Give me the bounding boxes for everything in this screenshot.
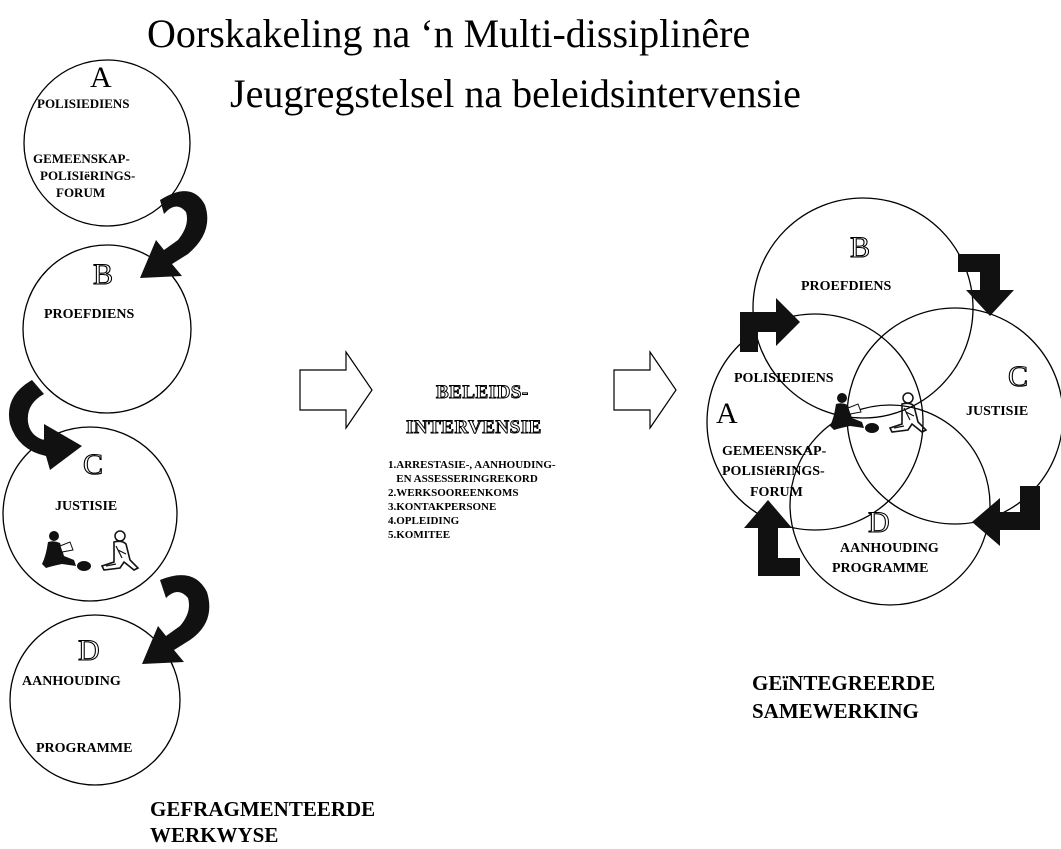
right-c-label: JUSTISIE <box>966 404 1028 419</box>
left-b-letter: B <box>93 258 113 291</box>
elbow-arrow-top-left <box>740 298 800 352</box>
curved-arrow-a-to-b <box>140 191 208 278</box>
elbow-arrow-bottom-left <box>744 500 800 576</box>
left-d-letter: D <box>78 634 100 667</box>
middle-item-2: 2.WERKSOOREENKOMS <box>388 487 519 499</box>
right-a-label: POLISIEDIENS <box>734 371 834 386</box>
left-circle-b <box>22 244 192 414</box>
elbow-arrow-bottom-right <box>972 486 1040 546</box>
left-a-sub-3: FORUM <box>56 185 105 200</box>
right-c-letter: C <box>1008 360 1028 393</box>
left-c-letter: C <box>83 448 103 481</box>
title-line-2: Jeugregstelsel na beleidsintervensie <box>230 71 801 116</box>
middle-item-3: 3.KONTAKPERSONE <box>388 501 496 513</box>
left-circle-c <box>2 426 178 602</box>
left-b-label: PROEFDIENS <box>44 307 134 322</box>
left-circle-d <box>9 614 181 786</box>
middle-item-1b: EN ASSESSERINGREKORD <box>388 473 538 485</box>
left-d-label-1: AANHOUDING <box>22 674 121 689</box>
left-a-sub-1: GEMEENSKAP- <box>33 151 130 166</box>
right-d-label-2: PROGRAMME <box>832 561 928 576</box>
left-caption-2: WERKWYSE <box>150 823 278 847</box>
middle-heading-2: INTERVENSIE <box>406 417 542 438</box>
middle-item-4: 4.OPLEIDING <box>388 515 460 527</box>
two-youths-reading-icon <box>41 530 139 572</box>
middle-item-5: 5.KOMITEE <box>388 529 450 541</box>
left-c-label: JUSTISIE <box>55 499 117 514</box>
right-a-sub-3: FORUM <box>750 485 803 500</box>
right-circle-d <box>789 404 991 606</box>
middle-item-1: 1.ARRESTASIE-, AANHOUDING- <box>388 459 556 471</box>
left-a-label: POLISIEDIENS <box>37 96 129 111</box>
right-a-letter: A <box>716 397 738 430</box>
left-a-sub-2: POLISIëRINGS- <box>40 168 135 183</box>
right-caption-1: GEïNTEGREERDE <box>752 671 935 695</box>
curved-arrow-b-to-c <box>8 380 82 470</box>
right-b-label: PROEFDIENS <box>801 279 891 294</box>
left-caption-1: GEFRAGMENTEERDE <box>150 797 375 821</box>
right-circle-b <box>752 197 974 419</box>
right-caption-2: SAMEWERKING <box>752 699 919 723</box>
right-d-label-1: AANHOUDING <box>840 541 939 556</box>
right-circle-a <box>706 313 924 531</box>
hollow-arrow-left <box>299 350 373 430</box>
middle-heading-1: BELEIDS- <box>436 382 529 403</box>
left-d-label-2: PROGRAMME <box>36 741 132 756</box>
left-a-letter: A <box>90 61 112 94</box>
right-a-sub-1: GEMEENSKAP- <box>722 444 827 459</box>
elbow-arrow-top-right <box>958 254 1014 316</box>
right-b-letter: B <box>850 231 870 264</box>
right-a-sub-2: POLISIëRINGS- <box>722 464 825 479</box>
right-d-letter: D <box>868 506 890 539</box>
left-circle-a <box>23 59 191 227</box>
title-line-1: Oorskakeling na ‘n Multi-dissiplinêre <box>147 11 750 56</box>
curved-arrow-c-to-d <box>142 575 210 664</box>
hollow-arrow-right <box>613 350 677 430</box>
two-youths-reading-icon <box>829 392 927 434</box>
